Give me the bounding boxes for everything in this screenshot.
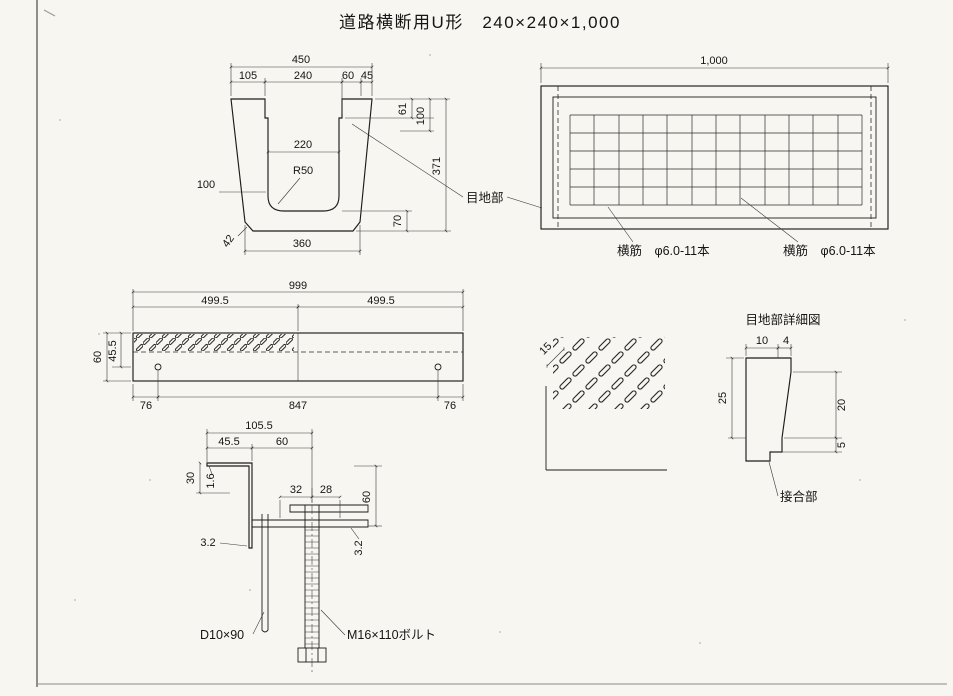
dim-45: 45 bbox=[361, 70, 373, 82]
checker-strip bbox=[134, 334, 294, 351]
dim-45-5-side: 45.5 bbox=[107, 340, 119, 361]
dim-20: 20 bbox=[836, 399, 848, 411]
joint-profile bbox=[745, 357, 792, 462]
dim-28: 28 bbox=[320, 484, 332, 496]
dim-371: 371 bbox=[431, 157, 443, 175]
dim-76-right: 76 bbox=[444, 400, 456, 412]
fastener-detail-view: 105.5 45.5 60 30 1.6 3.2 32 28 60 3.2 bbox=[185, 420, 436, 672]
dim-60-right: 60 bbox=[361, 491, 373, 503]
bolt-hole-right bbox=[434, 363, 442, 371]
dim-60-detail: 60 bbox=[276, 436, 288, 448]
rebar-grid bbox=[569, 114, 863, 206]
frame-angle bbox=[206, 462, 253, 549]
drawing-title: 道路横断用U形 240×240×1,000 bbox=[339, 13, 621, 32]
dim-220: 220 bbox=[294, 139, 312, 151]
scan-noise bbox=[59, 54, 906, 644]
dim-240: 240 bbox=[294, 70, 312, 82]
bolt-hole-left bbox=[154, 363, 162, 371]
cross-section-view: 450 105 240 60 45 220 100 R50 61 100 371… bbox=[197, 54, 543, 255]
bolt-head bbox=[297, 647, 327, 663]
dim-15: 15 bbox=[537, 340, 554, 357]
dim-45-5-detail: 45.5 bbox=[218, 436, 239, 448]
dim-4: 4 bbox=[783, 335, 789, 347]
joint-label: 目地部 bbox=[466, 190, 504, 205]
rebar-label-right: 横筋 φ6.0-11本 bbox=[783, 243, 876, 258]
dim-499-right: 499.5 bbox=[367, 295, 395, 307]
anchor-bar bbox=[261, 514, 269, 633]
plan-view: 1,000 横筋 φ6.0-11本 横筋 φ6.0-11本 bbox=[539, 55, 890, 258]
dim-76-left: 76 bbox=[140, 400, 152, 412]
anchor-label: D10×90 bbox=[200, 628, 244, 642]
dim-32: 32 bbox=[290, 484, 302, 496]
checker-plate-detail: 15 bbox=[537, 337, 667, 471]
dim-847: 847 bbox=[289, 400, 307, 412]
dim-42: 42 bbox=[220, 233, 237, 250]
joint-detail-view: 目地部詳細図 10 4 25 20 5 接合部 bbox=[717, 312, 848, 504]
dim-360: 360 bbox=[293, 238, 311, 250]
joint-connection-label: 接合部 bbox=[780, 489, 818, 504]
dim-30: 30 bbox=[185, 472, 197, 484]
dim-61: 61 bbox=[397, 103, 409, 115]
dim-100-inner: 100 bbox=[197, 179, 215, 191]
dim-70: 70 bbox=[392, 215, 404, 227]
joint-detail-title: 目地部詳細図 bbox=[745, 312, 820, 327]
checker-pattern bbox=[553, 337, 665, 409]
scan-artifacts bbox=[36, 0, 947, 687]
base-plate bbox=[251, 519, 369, 528]
dim-25: 25 bbox=[717, 392, 729, 404]
lid-side-view: 999 499.5 499.5 45.5 60 76 847 76 bbox=[92, 280, 465, 412]
dim-100-right: 100 bbox=[415, 107, 427, 125]
dim-499-left: 499.5 bbox=[201, 295, 229, 307]
dim-999: 999 bbox=[289, 280, 307, 292]
dim-450: 450 bbox=[292, 54, 310, 66]
radius-label: R50 bbox=[293, 165, 313, 177]
dim-5: 5 bbox=[836, 442, 848, 448]
dim-60-side: 60 bbox=[92, 351, 104, 363]
dim-60: 60 bbox=[342, 70, 354, 82]
dim-1-6: 1.6 bbox=[205, 473, 217, 488]
rebar-label-left: 横筋 φ6.0-11本 bbox=[617, 243, 710, 258]
dim-3-2-left: 3.2 bbox=[200, 537, 215, 549]
dim-1000: 1,000 bbox=[700, 55, 728, 67]
dim-105: 105 bbox=[239, 70, 257, 82]
bolt-label: M16×110ボルト bbox=[347, 628, 436, 642]
dim-10: 10 bbox=[756, 335, 768, 347]
bolt-threads bbox=[305, 529, 319, 645]
dim-3-2-right: 3.2 bbox=[353, 540, 365, 555]
lid-plate bbox=[289, 504, 369, 513]
dim-105-5: 105.5 bbox=[245, 420, 273, 432]
